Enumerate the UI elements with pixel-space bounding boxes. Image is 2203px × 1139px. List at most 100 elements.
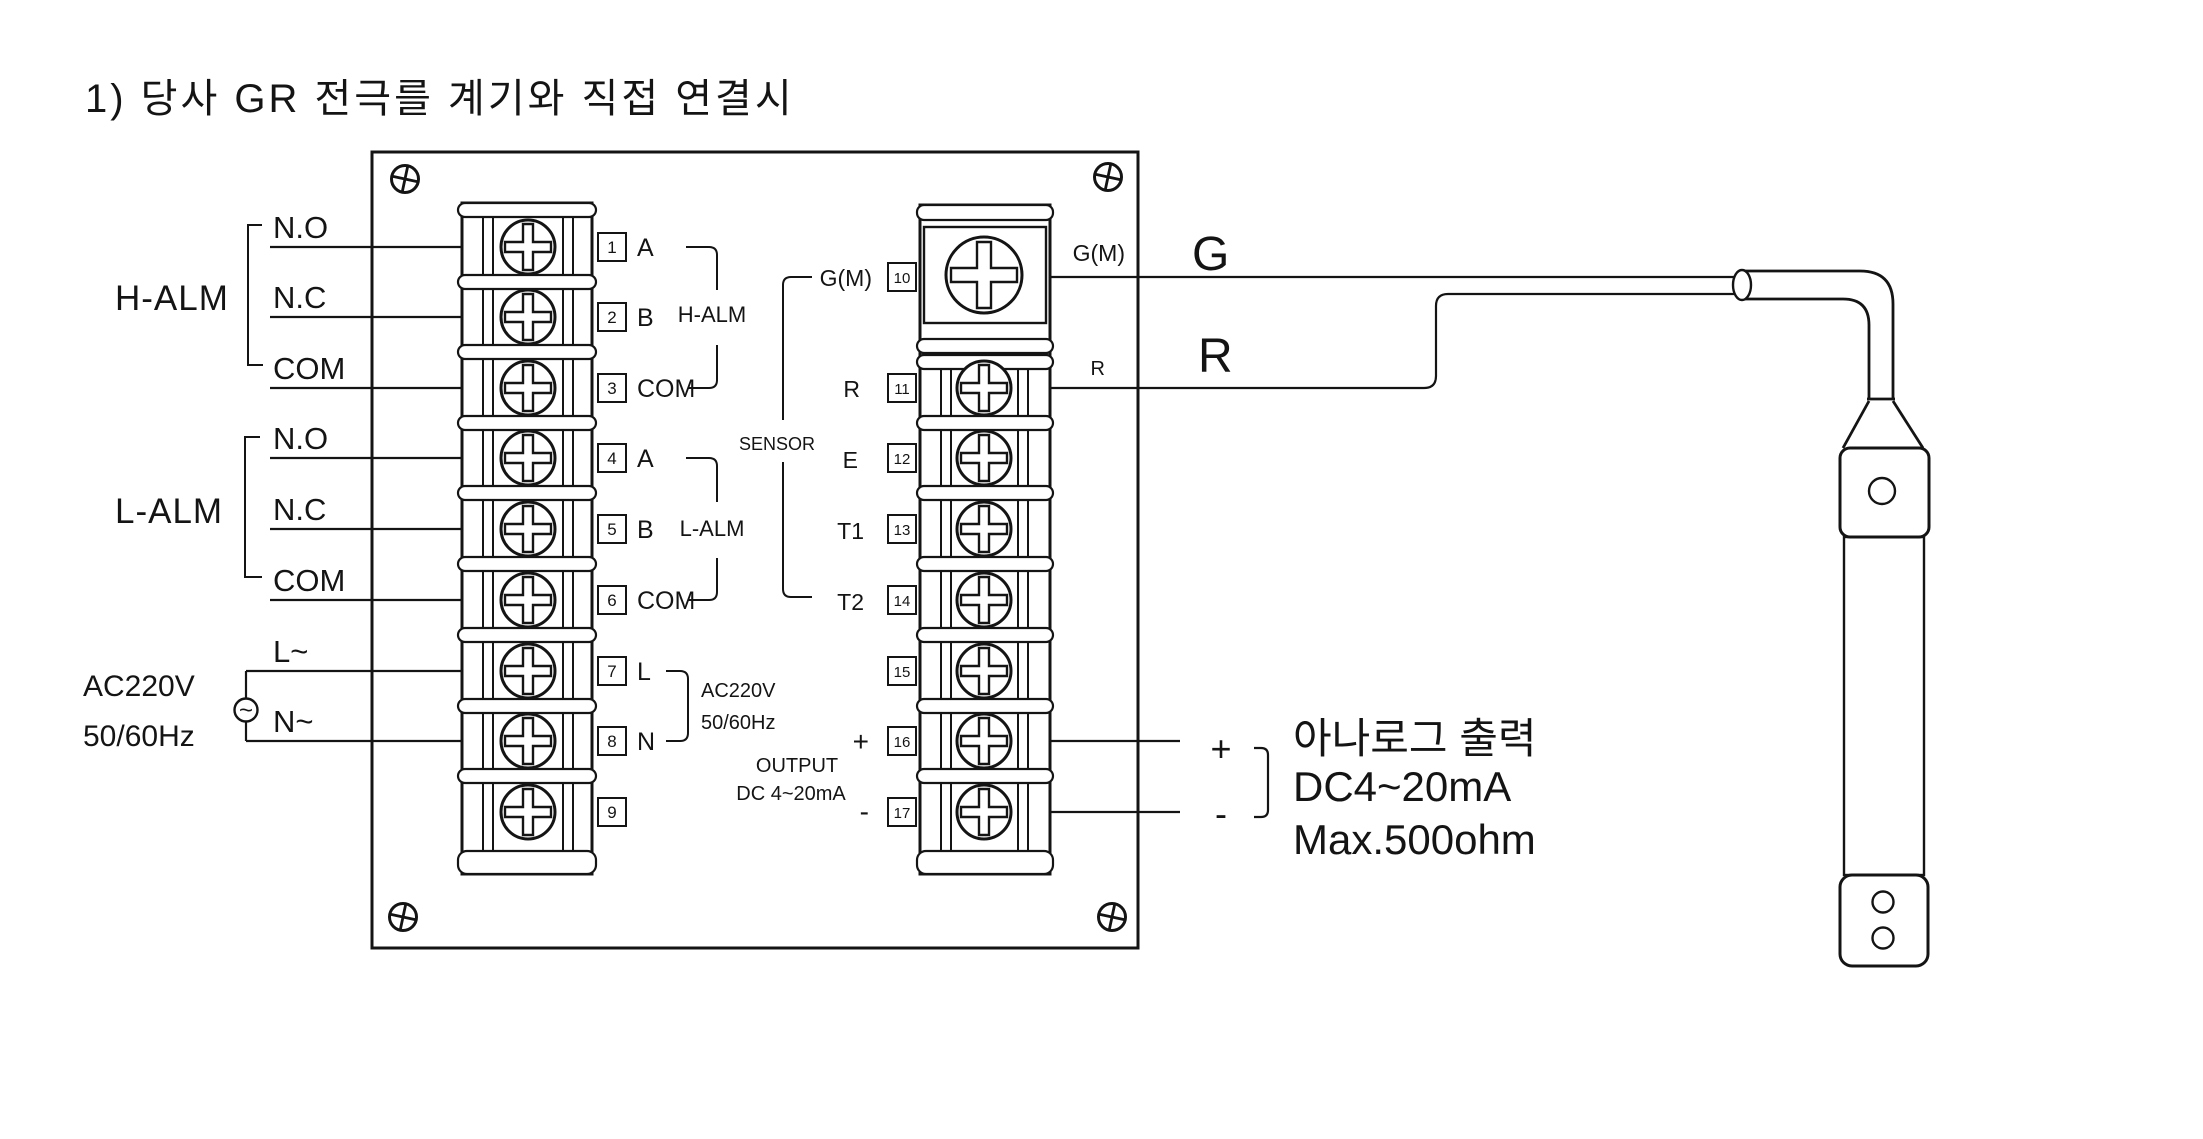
pin-label-h-com: COM: [273, 351, 345, 386]
right-terminal-numbers: 10 11 12 13 14 15 16 17: [887, 262, 917, 827]
pin-label-neutral: N~: [273, 704, 314, 739]
terminal-label-2: B: [637, 304, 654, 332]
sensor-bracket-bottom: [782, 462, 812, 598]
terminal-screw-2: [499, 288, 557, 346]
analog-output-load: Max.500ohm: [1293, 816, 1536, 863]
terminal-no-3: 3: [607, 379, 616, 398]
terminal-screw-1: [499, 218, 557, 276]
terminal-label-3: COM: [637, 375, 695, 403]
page-title: 1) 당사 GR 전극를 계기와 직접 연결시: [85, 77, 795, 121]
terminal-label-6: COM: [637, 587, 695, 615]
terminal-screw-10: [944, 235, 1024, 315]
ac-source-symbol: [233, 697, 259, 723]
terminal-label-4: A: [637, 445, 654, 473]
terminal-no-10: 10: [894, 270, 911, 287]
output-range-label: DC 4~20mA: [736, 783, 846, 805]
probe-tip-block: [1838, 873, 1930, 968]
terminal-no-7: 7: [607, 662, 616, 681]
r-wire: [1048, 292, 1734, 390]
ac-inner-frequency: 50/60Hz: [701, 712, 776, 734]
pin-label-l-nc: N.C: [273, 492, 326, 527]
g-wire-label: G: [1192, 228, 1229, 281]
right-terminal-block: [915, 203, 1055, 876]
terminal-screw-8: [499, 712, 557, 770]
ac-tilde: ~: [239, 697, 253, 724]
l-alm-bracket: [244, 436, 262, 578]
terminal-no-9: 9: [607, 803, 616, 822]
pin-label-e: E: [843, 447, 858, 473]
probe-head-hole: [1867, 476, 1897, 506]
terminal-label-5: B: [637, 516, 654, 544]
l-alm-inner-bracket-top: [686, 457, 718, 502]
l-alm-group-label: L-ALM: [115, 492, 223, 531]
terminal-screw-6: [499, 571, 557, 629]
terminal-screw-11: [955, 359, 1013, 417]
ac-voltage-label: AC220V: [83, 670, 195, 703]
terminal-screw-15: [955, 642, 1013, 700]
terminal-label-8: N: [637, 728, 655, 756]
terminal-no-14: 14: [894, 593, 911, 610]
pin-label-plus: +: [853, 726, 869, 757]
terminal-no-15: 15: [894, 664, 911, 681]
pin-label-r: R: [843, 376, 860, 402]
terminal-label-1: A: [637, 234, 654, 262]
sensor-label: SENSOR: [739, 434, 815, 454]
terminal-screw-17: [955, 783, 1013, 841]
terminal-screw-4: [499, 429, 557, 487]
r-wire-label: R: [1198, 330, 1233, 383]
terminal-screw-3: [499, 359, 557, 417]
pin-label-h-nc: N.C: [273, 280, 326, 315]
left-terminal-block: [456, 201, 598, 876]
h-alm-bracket: [247, 224, 263, 366]
gm-inner-wire-label: G(M): [1073, 240, 1125, 266]
pin-label-gm: G(M): [820, 265, 872, 291]
electrode-probe: [1838, 400, 1931, 968]
sensor-cable: [1731, 268, 1895, 401]
analog-output-bracket: [1254, 746, 1270, 819]
terminal-screw-7: [499, 642, 557, 700]
probe-body: [1842, 535, 1926, 877]
terminal-screw-9: [499, 783, 557, 841]
left-terminal-numbers: 1 A 2 B 3 COM 4 A 5 B 6 COM 7 L 8 N 9: [597, 232, 695, 827]
h-alm-inner-bracket-bottom: [688, 345, 718, 389]
terminal-no-12: 12: [894, 451, 911, 468]
pin-label-t2: T2: [837, 589, 864, 615]
terminal-label-7: L: [637, 658, 651, 686]
terminal-no-2: 2: [607, 308, 616, 327]
pin-label-minus: -: [860, 796, 869, 827]
l-alm-inner-bracket-bottom: [688, 558, 718, 601]
terminal-no-6: 6: [607, 591, 616, 610]
l-alm-inner-label: L-ALM: [680, 516, 745, 541]
probe-cone-left: [1841, 400, 1871, 449]
h-alm-group-label: H-ALM: [115, 279, 229, 318]
pin-label-t1: T1: [837, 518, 864, 544]
terminal-no-4: 4: [607, 449, 616, 468]
analog-output-range: DC4~20mA: [1293, 763, 1511, 810]
h-alm-inner-label: H-ALM: [678, 302, 746, 327]
output-label: OUTPUT: [756, 755, 838, 777]
pin-label-h-no: N.O: [273, 210, 328, 245]
ac-inner-voltage: AC220V: [701, 680, 776, 702]
pin-label-l-no: N.O: [273, 421, 328, 456]
analog-output-title: 아나로그 출력: [1293, 715, 1537, 762]
analog-plus-label: +: [1210, 728, 1231, 769]
left-external-wires: [246, 245, 462, 743]
r-inner-wire-label: R: [1091, 358, 1105, 380]
terminal-no-16: 16: [894, 734, 911, 751]
terminal-screw-16: [955, 712, 1013, 770]
pin-label-line: L~: [273, 634, 308, 669]
terminal-no-1: 1: [607, 238, 616, 257]
probe-tip-hole-2: [1871, 926, 1895, 950]
sensor-bracket-top: [782, 276, 812, 420]
terminal-no-5: 5: [607, 520, 616, 539]
ac-frequency-label: 50/60Hz: [83, 720, 195, 753]
ac-inner-bracket: [666, 670, 689, 742]
terminal-screw-14: [955, 571, 1013, 629]
terminal-screw-13: [955, 500, 1013, 558]
terminal-no-11: 11: [894, 381, 910, 398]
probe-tip-hole-1: [1871, 890, 1895, 914]
pin-label-l-com: COM: [273, 563, 345, 598]
terminal-screw-12: [955, 429, 1013, 487]
